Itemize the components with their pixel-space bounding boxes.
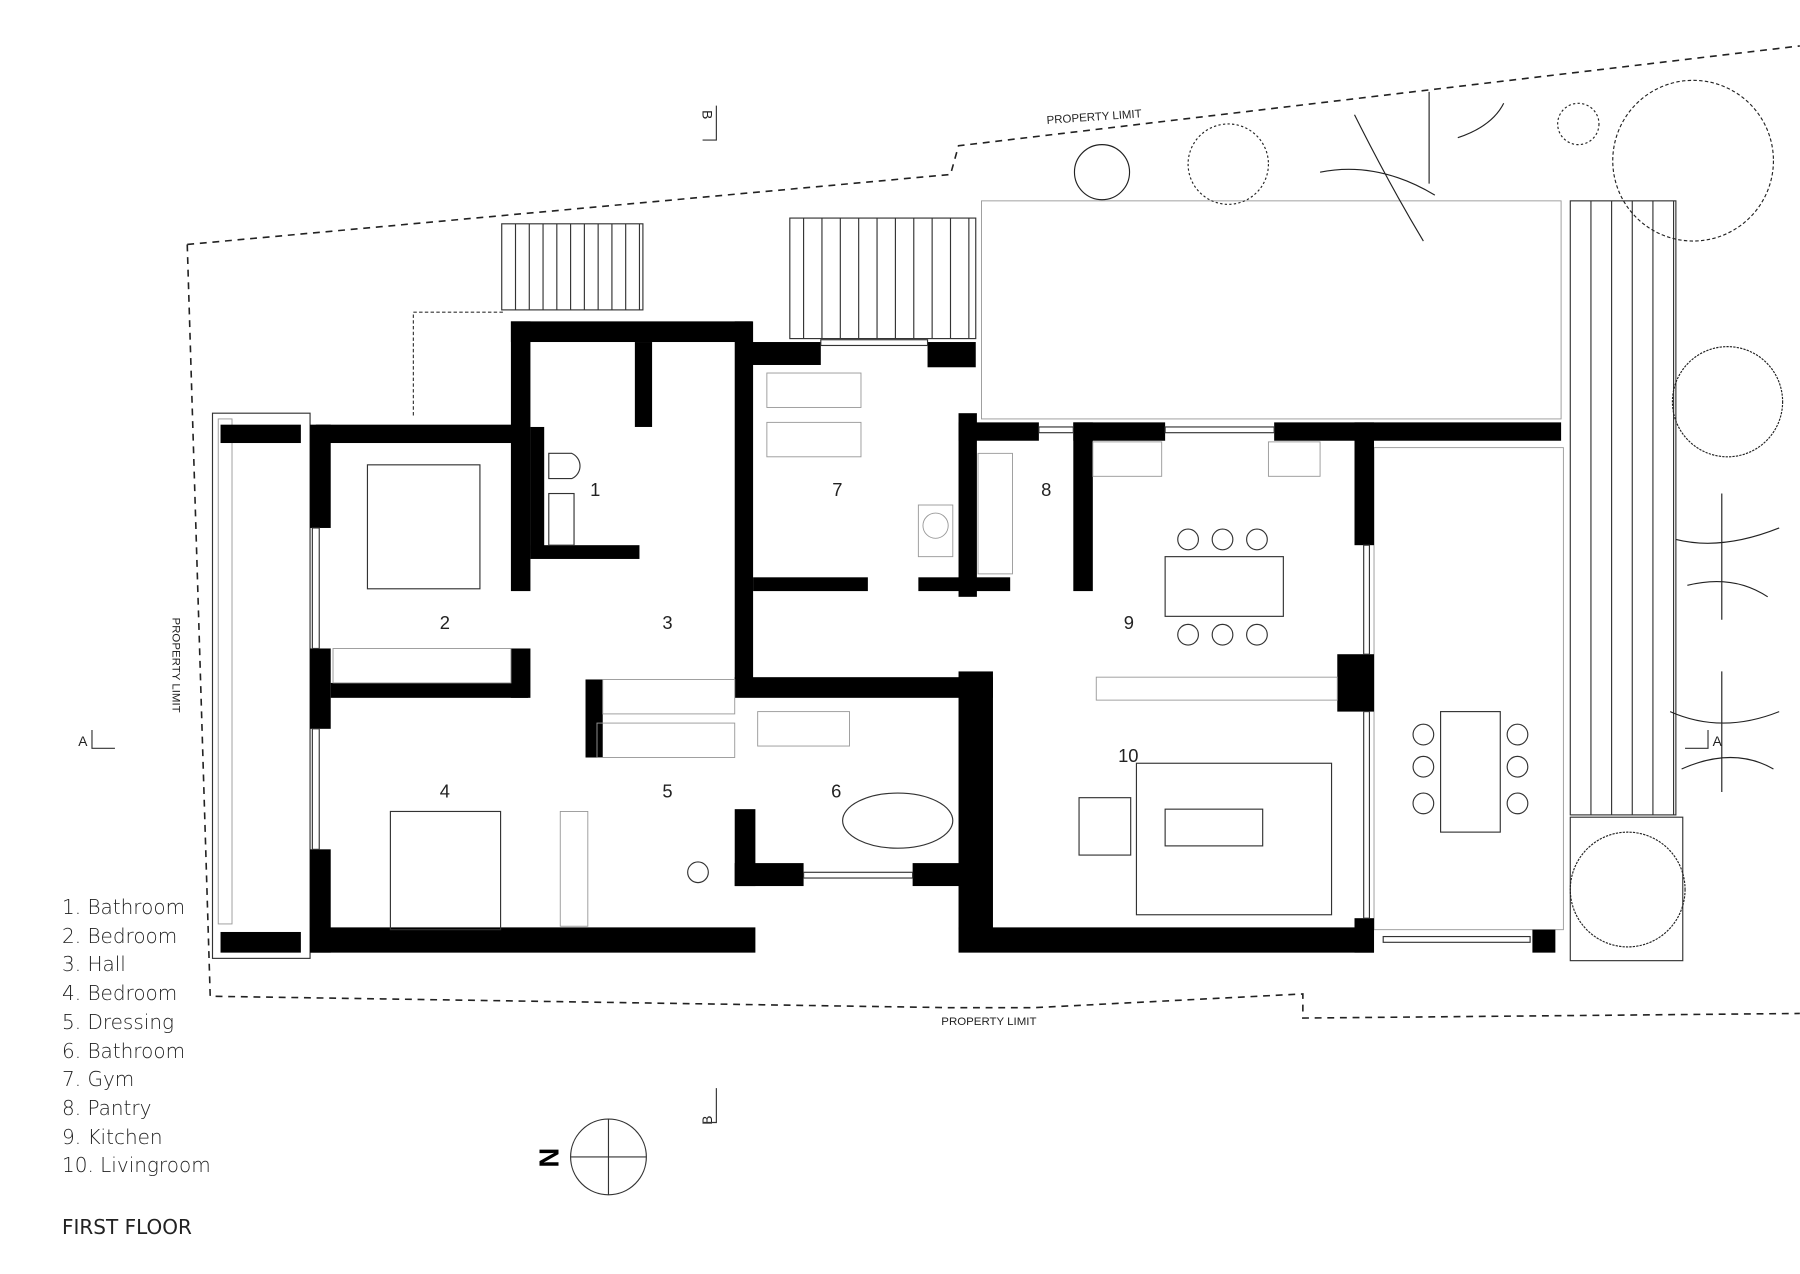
chair	[1412, 755, 1435, 778]
chair	[1412, 723, 1435, 746]
room-legend: 1. Bathroom 2. Bedroom 3. Hall 4. Bedroom 5.…	[62, 893, 211, 1180]
room-label-3: 3	[662, 612, 672, 633]
chair	[1177, 623, 1199, 646]
property-limit-label: PROPERTY LIMIT	[169, 617, 181, 712]
chair	[1506, 723, 1529, 746]
north-label: N	[534, 1148, 565, 1168]
room-label-10: 10	[1118, 745, 1138, 766]
room-label-5: 5	[662, 781, 672, 802]
legend-item: 4. Bedroom	[62, 981, 178, 1006]
section-marker-b-top: B	[700, 110, 715, 119]
legend-item: 6. Bathroom	[62, 1038, 186, 1063]
legend-item: 2. Bedroom	[62, 923, 178, 948]
chair	[687, 861, 709, 884]
room-label-8: 8	[1041, 479, 1051, 500]
room-label-9: 9	[1124, 612, 1134, 633]
section-marker-a-left: A	[78, 734, 88, 749]
terrace-east	[1373, 447, 1564, 931]
chair	[1211, 623, 1234, 646]
furniture	[332, 372, 1501, 931]
deck	[1569, 200, 1677, 816]
room-label-7: 7	[832, 479, 842, 500]
section-marker-b-bottom: B	[700, 1116, 715, 1125]
balcony	[211, 412, 311, 959]
chair	[1506, 755, 1529, 778]
property-limit-line	[187, 45, 1800, 246]
room-label-2: 2	[440, 612, 450, 633]
legend-item: 9. Kitchen	[62, 1124, 163, 1149]
legend-item: 5. Dressing	[62, 1009, 175, 1034]
property-limit-label: PROPERTY LIMIT	[941, 1016, 1036, 1028]
chair	[1246, 623, 1268, 646]
windows	[311, 339, 1531, 943]
legend-item: 10. Livingroom	[62, 1153, 211, 1178]
legend-item: 1. Bathroom	[62, 895, 186, 919]
legend-item: 7. Gym	[62, 1067, 135, 1092]
north-arrow: N	[534, 1118, 647, 1196]
chair	[1211, 528, 1234, 551]
section-marker-a-right: A	[1713, 734, 1723, 749]
room-label-6: 6	[831, 781, 841, 802]
walls	[220, 321, 1562, 953]
planter	[1569, 816, 1684, 962]
chair	[1506, 792, 1529, 815]
trees	[1073, 79, 1784, 948]
stairs	[501, 217, 977, 340]
chair	[1246, 528, 1268, 551]
legend-item: 8. Pantry	[62, 1095, 152, 1120]
property-limit-line	[186, 244, 1800, 1019]
legend-item: 3. Hall	[62, 952, 126, 977]
chair	[1412, 792, 1435, 815]
room-label-1: 1	[590, 479, 600, 500]
floor-title: FIRST FLOOR	[62, 1215, 192, 1239]
chair	[1177, 528, 1199, 551]
terrace	[981, 200, 1562, 420]
room-label-4: 4	[440, 781, 450, 802]
property-limit-label: PROPERTY LIMIT	[1046, 108, 1142, 127]
